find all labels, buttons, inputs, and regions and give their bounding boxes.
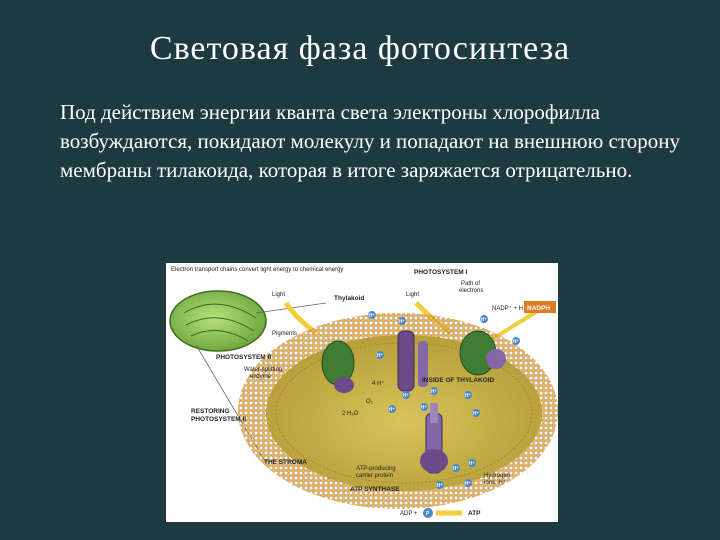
label-light-top: Light (406, 292, 419, 298)
label-atp-synthase: ATP SYNTHASE (350, 486, 400, 493)
atp-synthase-complex (420, 403, 448, 474)
hydrogen-ions: H⁺ H⁺ H⁺ H⁺ H⁺ H⁺ H⁺ H⁺ H⁺ H⁺ H⁺ H⁺ H⁺ H… (368, 311, 520, 489)
label-hydrogen-2: ions, H⁺ (484, 479, 506, 486)
svg-text:H⁺: H⁺ (453, 466, 460, 472)
light-arrow-left (283, 301, 318, 335)
diagram-svg: Electron transport chains convert light … (169, 267, 558, 518)
label-adp: ADP + (400, 511, 418, 517)
label-restoring-2: PHOTOSYSTEM II (191, 416, 246, 423)
svg-text:H⁺: H⁺ (389, 407, 396, 413)
label-atp-carrier-2: carrier protein (356, 473, 393, 479)
svg-text:H⁺: H⁺ (369, 313, 376, 319)
label-nadp: NADP⁺ + H⁺ (492, 305, 526, 312)
label-p: P (426, 511, 430, 517)
svg-text:H⁺: H⁺ (377, 353, 384, 359)
svg-text:H⁺: H⁺ (403, 393, 410, 399)
svg-text:H⁺: H⁺ (473, 411, 480, 417)
label-atp-carrier-1: ATP-producing (356, 466, 396, 472)
label-atp: ATP (468, 510, 481, 517)
figure-caption: Electron transport chains convert light … (171, 267, 343, 273)
label-hydrogen-1: Hydrogen (484, 473, 510, 479)
svg-text:H⁺: H⁺ (399, 319, 406, 325)
label-water-splitting-1: Water-splitting (244, 367, 282, 373)
photosystem-1-complex (459, 330, 506, 376)
label-h2o: 2 H₂O (342, 411, 359, 417)
label-restoring-1: RESTORING (191, 408, 230, 415)
label-light-left: Light (272, 292, 285, 298)
label-stroma: THE STROMA (264, 459, 307, 466)
slide-body-text: Под действием энергии кванта света элект… (60, 100, 680, 182)
photosystem-2-complex (321, 340, 355, 393)
label-thylakoid: Thylakoid (334, 295, 364, 302)
label-inside-thylakoid: INSIDE OF THYLAKOID (422, 377, 495, 384)
chloroplast-illustration (169, 290, 327, 464)
svg-text:H⁺: H⁺ (431, 389, 438, 395)
svg-text:H⁺: H⁺ (465, 393, 472, 399)
phosphate-circle (423, 508, 433, 518)
svg-text:H⁺: H⁺ (481, 317, 488, 323)
svg-text:H⁺: H⁺ (421, 405, 428, 411)
label-water-splitting-2: enzyme (250, 374, 272, 380)
svg-text:H⁺: H⁺ (469, 461, 476, 467)
svg-text:H⁺: H⁺ (437, 483, 444, 489)
label-photosystem-1: PHOTOSYSTEM I (414, 269, 468, 276)
nadph-box (524, 301, 556, 313)
svg-text:H⁺: H⁺ (513, 339, 520, 345)
label-pigments: Pigments (272, 331, 297, 337)
label-o2: O₂ (366, 399, 374, 405)
photosynthesis-diagram: Electron transport chains convert light … (166, 263, 558, 522)
svg-text:H⁺: H⁺ (465, 481, 472, 487)
label-nadph: NADPH (527, 305, 550, 312)
label-path-of-1: Path of (461, 281, 480, 287)
slide-title: Световая фаза фотосинтеза (149, 30, 571, 67)
label-path-of-2: electrons (459, 288, 483, 294)
label-photosystem-2: PHOTOSYSTEM II (216, 354, 271, 361)
label-four-h: 4 H⁺ (372, 380, 385, 387)
